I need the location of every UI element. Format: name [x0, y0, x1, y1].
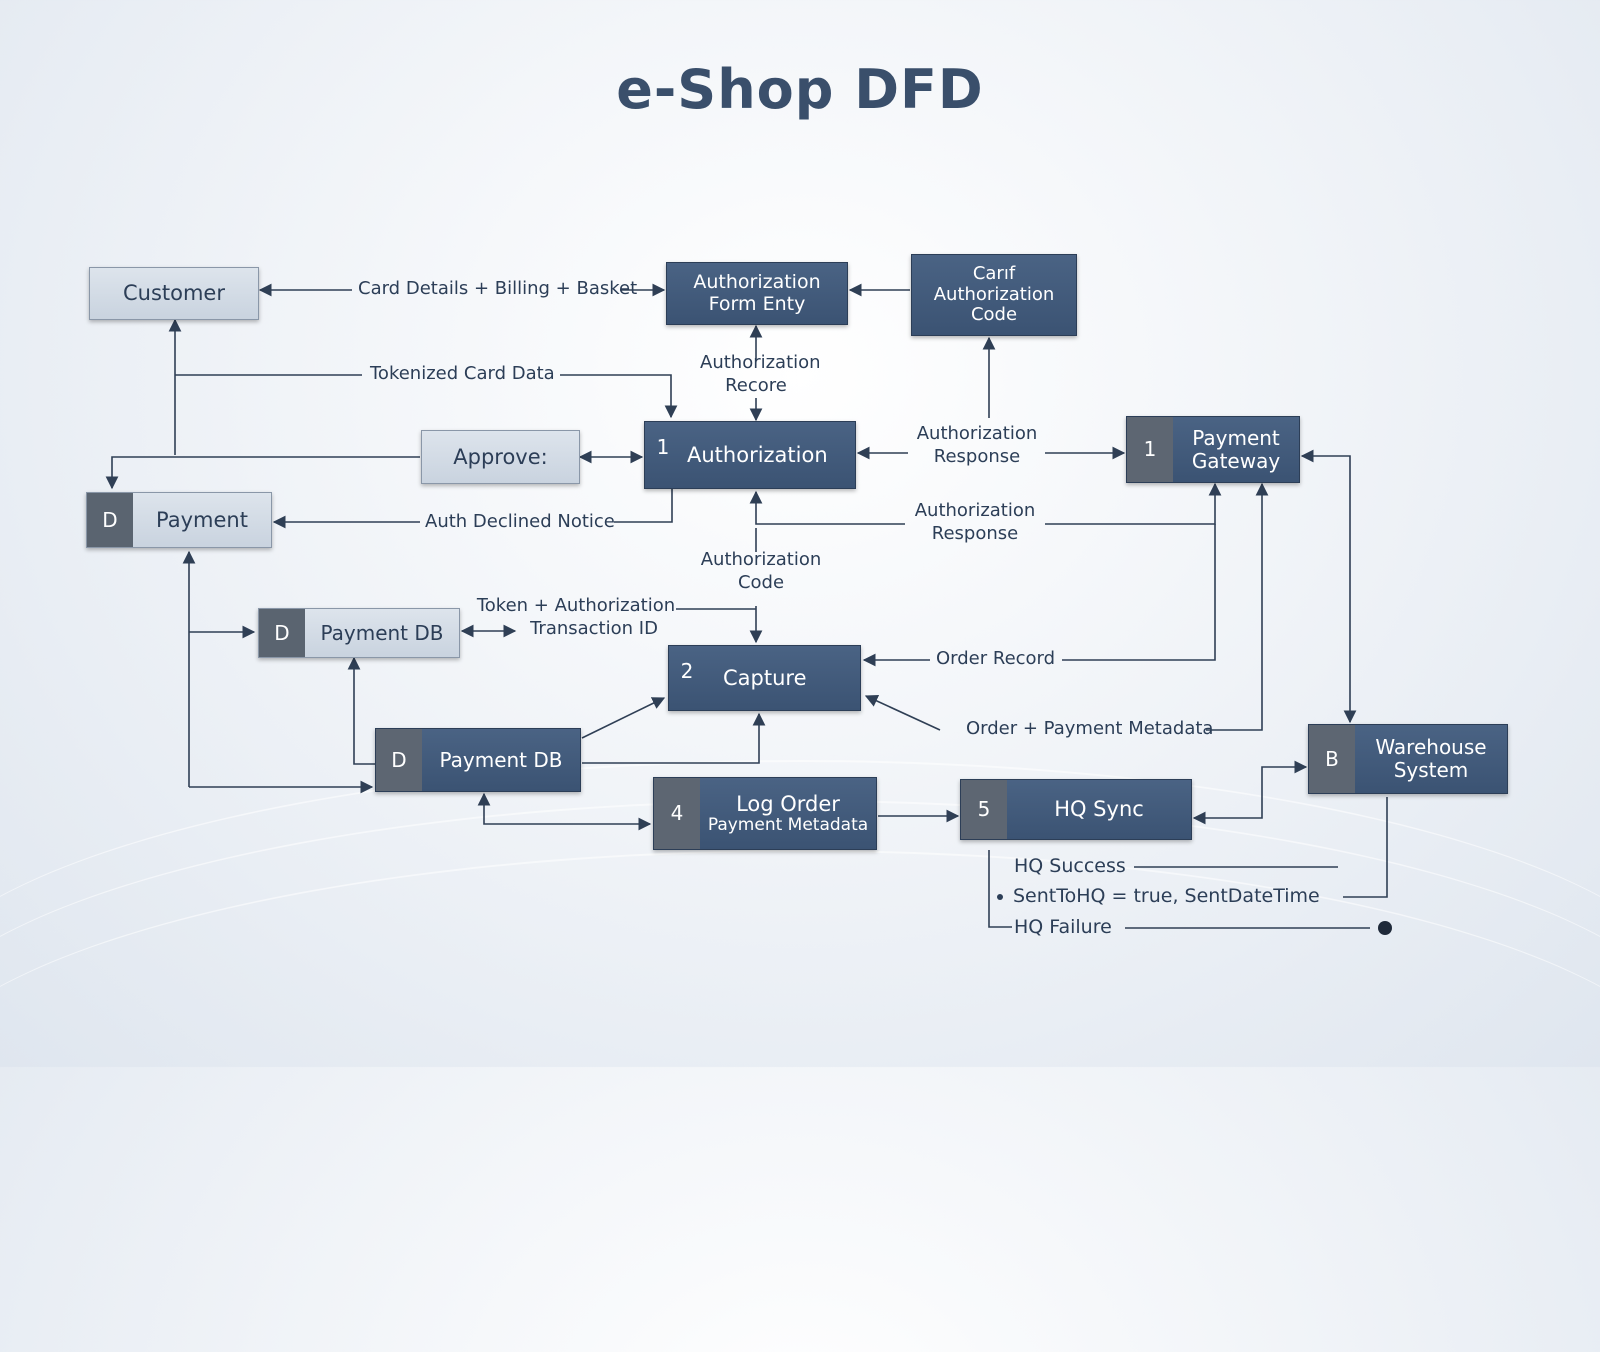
label-sent-to-hq-text: SentToHQ = true, SentDateTime — [1013, 885, 1320, 907]
authorization-process[interactable]: 1 Authorization — [644, 421, 856, 489]
payment-db-index: D — [259, 609, 305, 657]
label-hq-success: HQ Success — [1014, 855, 1126, 877]
label-auth-response-mid-line2: Response — [931, 522, 1019, 544]
edge-hq-warehouse — [1192, 760, 1308, 825]
label-auth-code-line1: Authorization — [700, 549, 822, 570]
label-auth-code-line2: Code — [737, 571, 785, 593]
label-hq-failure: HQ Failure — [1014, 916, 1112, 938]
warehouse-line1: Warehouse — [1375, 735, 1487, 759]
payment-db-label: Payment DB — [320, 620, 444, 645]
label-authorization-code: Authorization Code — [700, 549, 822, 594]
payment-db-dark-label: Payment DB — [439, 747, 563, 772]
label-order-metadata: Order + Payment Metadata — [966, 718, 1214, 739]
card-code-line3: Code — [970, 304, 1018, 326]
edge-order-record-right — [1062, 524, 1216, 661]
customer-label: Customer — [122, 281, 225, 306]
warehouse-line2: System — [1393, 758, 1469, 782]
label-token-transaction: Token + Authorization Transaction ID — [476, 595, 676, 640]
log-order-index: 4 — [654, 778, 700, 849]
label-authorization-record: Authorization Recore — [700, 352, 821, 397]
edge-dbdark-to-capture-diag — [581, 697, 666, 739]
label-auth-response-top-line1: Authorization — [916, 423, 1038, 444]
hq-sync-index: 5 — [961, 780, 1007, 839]
edge-auth-response-mid-right — [1045, 482, 1222, 525]
warehouse-index: B — [1309, 725, 1355, 793]
label-card-details: Card Details + Billing + Basket — [358, 278, 638, 299]
edge-order-metadata-right — [1206, 482, 1269, 731]
edge-tokenized-right — [560, 374, 678, 419]
edge-dbdark-to-dblight — [347, 656, 376, 765]
card-code-line1: Carıf — [972, 262, 1016, 284]
terminal-dot — [1378, 921, 1392, 935]
label-auth-response-top: Authorization Response — [912, 423, 1042, 468]
label-auth-record-line2: Recore — [725, 374, 787, 396]
hq-sync-label: HQ Sync — [1054, 797, 1144, 822]
label-tokenized-card-data: Tokenized Card Data — [370, 363, 555, 384]
log-order-line1: Log Order — [736, 791, 840, 816]
edge-approve-to-payment — [105, 456, 420, 490]
capture-process[interactable]: 2 Capture — [668, 645, 861, 711]
authorization-index: 1 — [656, 435, 670, 459]
authorization-form-entry[interactable]: Authorization Form Enty — [666, 262, 848, 325]
payment-gateway-index: 1 — [1127, 417, 1173, 482]
hq-sync-process[interactable]: 5 HQ Sync — [960, 779, 1192, 840]
capture-label: Capture — [723, 665, 807, 690]
edge-order-metadata-diag — [864, 694, 941, 731]
bullet-icon — [997, 893, 1003, 900]
edge-auth-response-mid-left — [749, 490, 905, 525]
payment-gateway[interactable]: 1 Payment Gateway — [1126, 416, 1300, 483]
payment-gateway-line1: Payment — [1192, 425, 1280, 450]
label-token-line2: Transaction ID — [530, 617, 658, 639]
page-title: e-Shop DFD — [616, 58, 984, 121]
label-auth-response-top-line2: Response — [933, 445, 1021, 467]
payment-db-dark-index: D — [376, 729, 422, 791]
warehouse-system[interactable]: B Warehouse System — [1308, 724, 1508, 794]
label-order-record: Order Record — [936, 648, 1056, 669]
authorization-label: Authorization — [687, 442, 828, 467]
edge-dbdark-to-capture — [582, 712, 766, 764]
payment-store-index: D — [87, 493, 133, 547]
edge-hq-bracket — [988, 850, 1012, 928]
log-order-process[interactable]: 4 Log Order Payment Metadata — [653, 777, 877, 850]
edge-auth-declined — [614, 489, 673, 523]
edge-gateway-warehouse — [1300, 449, 1357, 724]
payment-db-process-store[interactable]: D Payment DB — [375, 728, 581, 792]
label-auth-declined: Auth Declined Notice — [425, 511, 615, 532]
label-auth-response-mid: Authorization Response — [910, 500, 1040, 545]
approve-entity[interactable]: Approve: — [421, 430, 580, 484]
auth-form-line2: Form Enty — [708, 292, 806, 315]
label-token-line1: Token + Authorization — [476, 595, 676, 616]
payment-gateway-line2: Gateway — [1191, 448, 1281, 473]
customer-entity[interactable]: Customer — [89, 267, 259, 320]
card-code-line2: Authorization — [933, 283, 1055, 305]
label-sent-to-hq: SentToHQ = true, SentDateTime — [997, 885, 1320, 909]
capture-index: 2 — [680, 659, 694, 683]
label-auth-record-line1: Authorization — [700, 352, 821, 373]
edge-dbdark-logorder — [477, 792, 652, 831]
flow-connectors — [105, 283, 1392, 935]
label-auth-response-mid-line1: Authorization — [914, 500, 1036, 521]
edge-sent-to-hq — [1343, 797, 1388, 898]
payment-db-store[interactable]: D Payment DB — [258, 608, 460, 658]
log-order-line2: Payment Metadata — [707, 814, 869, 835]
approve-label: Approve: — [453, 444, 548, 469]
card-authorization-code[interactable]: Carıf Authorization Code — [911, 254, 1077, 336]
payment-store-label: Payment — [156, 507, 248, 532]
payment-data-store[interactable]: D Payment — [86, 492, 272, 548]
auth-form-line1: Authorization — [693, 270, 821, 293]
